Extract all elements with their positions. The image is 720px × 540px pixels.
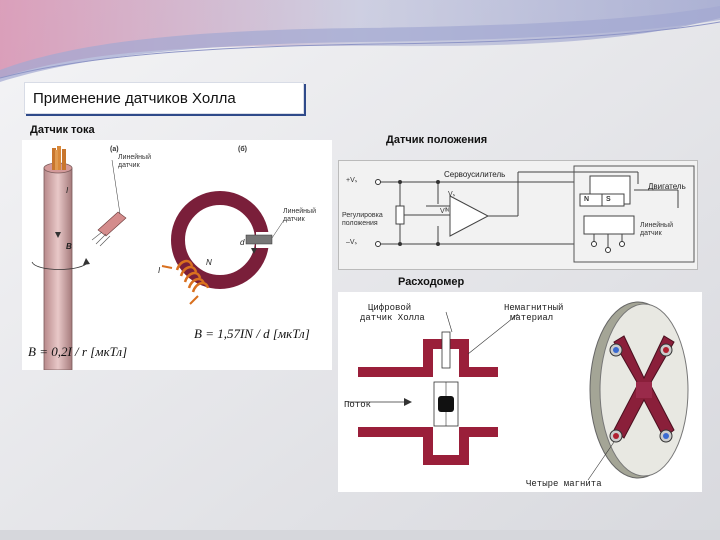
nonmagnetic-label-2: материал <box>510 313 554 323</box>
linear-sensor-a-label-2: датчик <box>118 162 140 169</box>
four-magnets-label: Четыре магнита <box>526 479 602 489</box>
symbol-n: N <box>206 258 212 267</box>
current-sensor-heading: Датчик тока <box>30 124 95 136</box>
linear-sensor-pos-label-1: Линейный <box>640 222 673 229</box>
symbol-i-a: I <box>66 186 69 195</box>
vs-minus-label: –Vₛ <box>346 239 358 246</box>
digital-sensor-label-1: Цифровой <box>368 303 412 313</box>
servo-amplifier-label: Сервоусилитель <box>444 170 506 179</box>
pole-s-label: S <box>606 196 611 203</box>
flowmeter-heading: Расходомер <box>398 276 465 288</box>
linear-sensor-b-label-2: датчик <box>283 216 305 223</box>
linear-sensor-b <box>245 234 273 245</box>
fig-a-label: (a) <box>110 146 119 153</box>
symbol-b-a: B <box>66 242 72 251</box>
linear-sensor-a-label-1: Линейный <box>118 154 151 161</box>
pole-n-label: N <box>584 196 590 203</box>
flow-arrow-icon <box>404 398 412 406</box>
nonmagnetic-label-1: Немагнитный <box>504 303 564 313</box>
adjust-position-label-1: Регулировка <box>342 212 383 219</box>
magnet-disk <box>589 301 689 479</box>
adjust-position-label-2: положения <box>342 220 378 227</box>
position-sensor-circuit <box>375 165 695 263</box>
linear-sensor-a <box>91 159 127 247</box>
vin-label: Vᴵᴺ <box>440 208 449 215</box>
flow-pipe <box>358 331 498 465</box>
motor-label: Двигатель <box>648 182 686 191</box>
current-sensor-diagram <box>31 146 285 370</box>
flow-label: Поток <box>344 400 372 410</box>
slide-title: Применение датчиков Холла <box>24 82 304 114</box>
linear-sensor-pos-label-2: датчик <box>640 230 662 237</box>
position-sensor-heading: Датчик положения <box>386 134 488 146</box>
current-arrow-icon <box>55 232 61 238</box>
flowmeter-diagram <box>348 301 689 481</box>
fig-b-label: (б) <box>238 146 247 153</box>
copper-strands <box>52 146 66 170</box>
linear-sensor-b-label-1: Линейный <box>283 208 316 215</box>
vs-plus-label: +Vₛ <box>346 177 358 184</box>
vs-inner-label: Vₛ <box>448 191 456 198</box>
formula-b: B = 1,57IN / d [мкТл] <box>194 326 310 341</box>
symbol-i-b: I <box>158 266 161 275</box>
formula-a: B = 0,2I / r [мкТл] <box>28 344 128 359</box>
toroid-coil <box>161 259 210 305</box>
symbol-d: d <box>240 238 245 247</box>
digital-sensor-label-2: датчик Холла <box>360 313 425 323</box>
